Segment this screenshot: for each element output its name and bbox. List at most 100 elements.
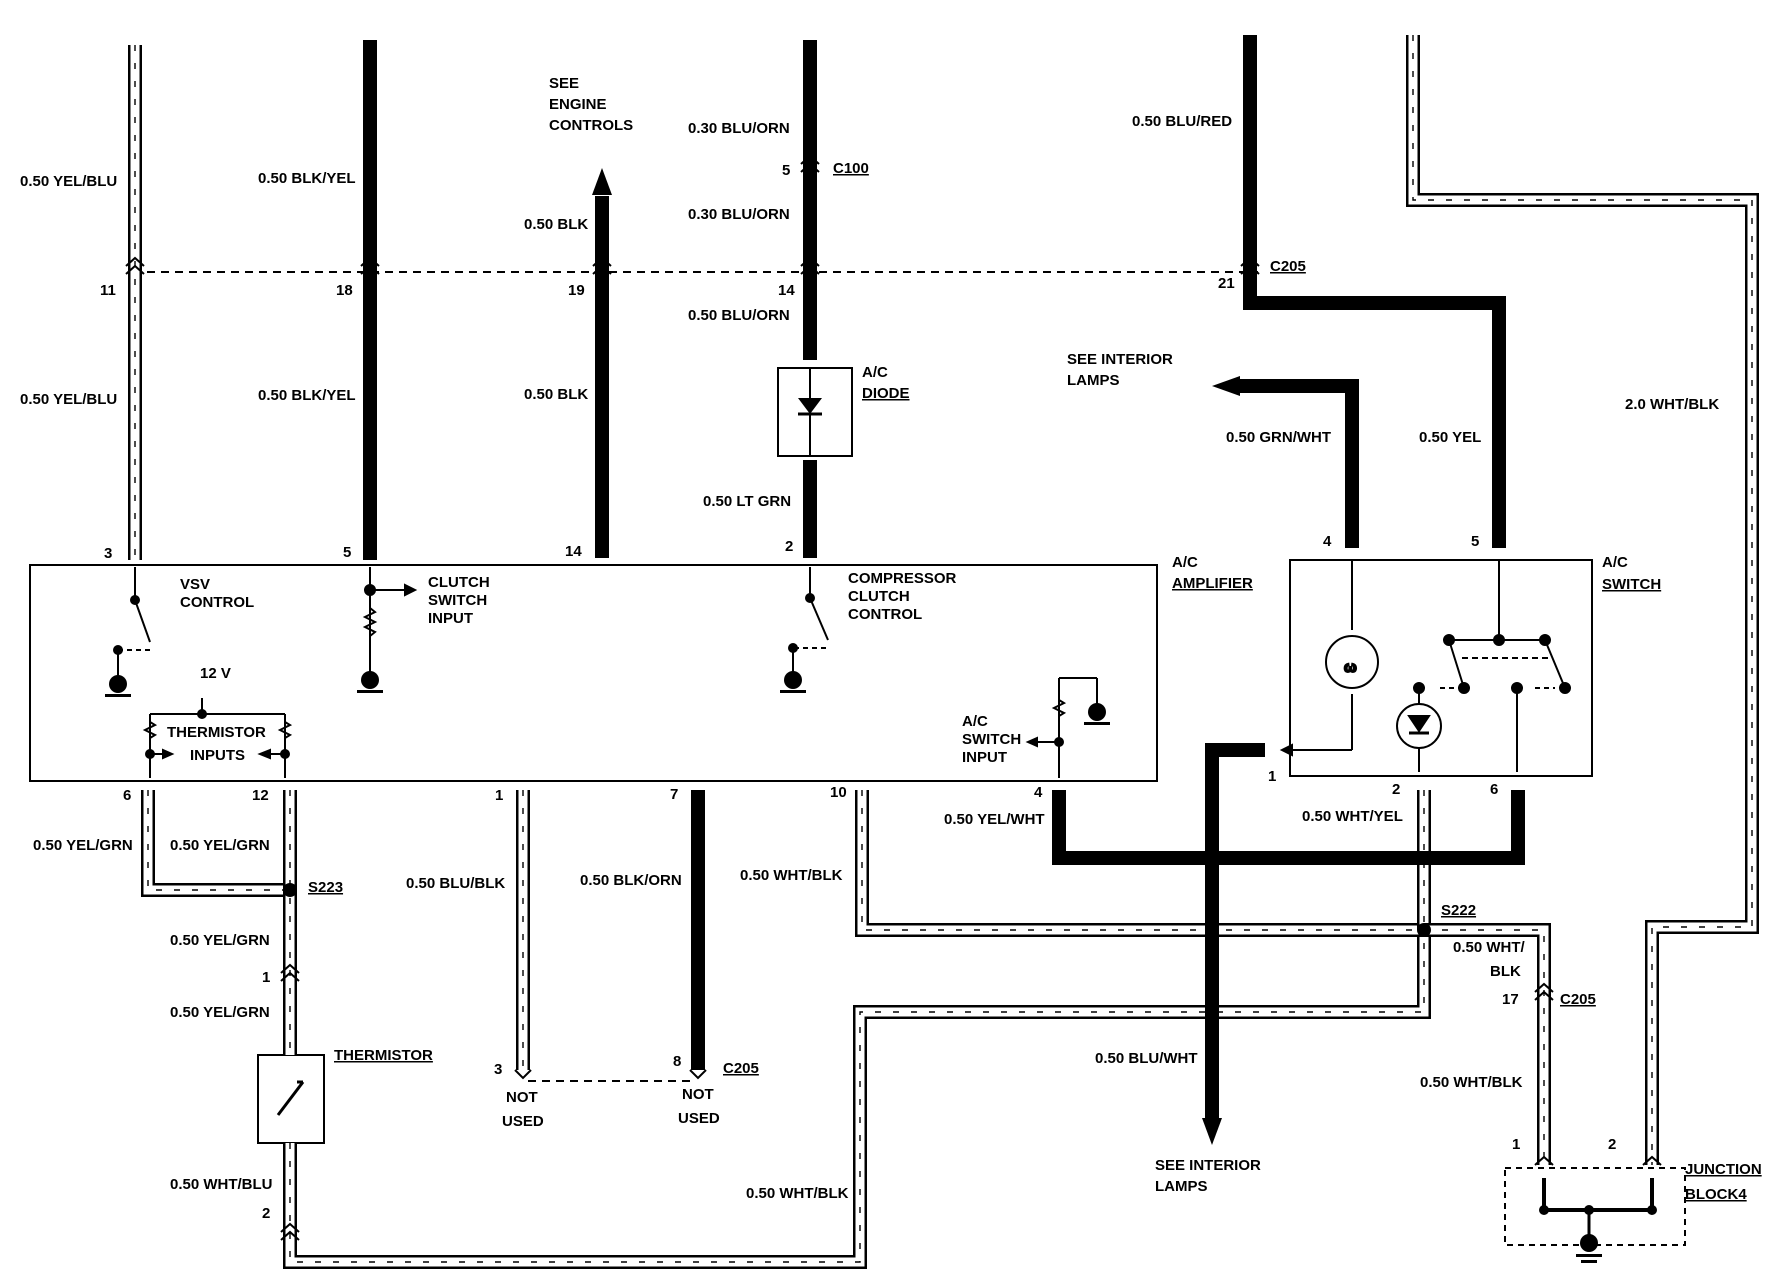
wire-label: 0.50 BLK/ORN xyxy=(580,872,682,889)
ac-switch-internals: ω xyxy=(1279,560,1571,772)
ac-diode-box xyxy=(777,367,853,457)
wire-label: 0.50 GRN/WHT xyxy=(1226,429,1331,446)
pin-number: 6 xyxy=(123,787,131,804)
pin-number: 4 xyxy=(1323,533,1332,550)
connector-labels: C100 C205 C205 C205 S223 S222 xyxy=(308,160,1596,1077)
compressor-clutch-label: COMPRESSOR xyxy=(848,570,957,587)
pin-number: 10 xyxy=(830,784,847,801)
wire-label: 0.50 BLK xyxy=(524,386,588,403)
compressor-clutch-label: CONTROL xyxy=(848,606,922,623)
clutch-switch-input-label: SWITCH xyxy=(428,592,487,609)
junction-block-label: BLOCK4 xyxy=(1685,1186,1747,1203)
pin-number: 6 xyxy=(1490,781,1498,798)
interior-lamps-top-arrow-icon xyxy=(1212,376,1240,396)
ac-diode-label: DIODE xyxy=(862,385,910,402)
wire-label: BLK xyxy=(1490,963,1521,980)
not-used-label: USED xyxy=(502,1113,544,1130)
ac-amplifier-box xyxy=(29,564,1158,782)
pin-number: 12 xyxy=(252,787,269,804)
s222-label: S222 xyxy=(1441,902,1476,919)
wire-label: 0.50 YEL/GRN xyxy=(170,1004,270,1021)
pin-numbers: 11 18 19 14 21 5 3 5 14 2 4 5 6 12 1 7 1… xyxy=(100,162,1616,1222)
wire-label: 0.50 YEL/WHT xyxy=(944,811,1045,828)
wire-label: 0.50 BLU/BLK xyxy=(406,875,505,892)
pin-number: 14 xyxy=(565,543,582,560)
pin-number: 4 xyxy=(1034,784,1043,801)
solid-wires xyxy=(363,35,1525,1120)
12v-label: 12 V xyxy=(200,665,231,682)
pin-number: 8 xyxy=(673,1053,681,1070)
wire-label: 0.50 BLU/WHT xyxy=(1095,1050,1198,1067)
not-used-label: NOT xyxy=(506,1089,538,1106)
ac-amplifier-label: AMPLIFIER xyxy=(1172,575,1253,592)
wire-label: 0.50 WHT/BLK xyxy=(740,867,843,884)
thermistor-inputs-label: THERMISTOR xyxy=(167,724,266,741)
s223-label: S223 xyxy=(308,879,343,896)
pin-number: 1 xyxy=(262,969,270,986)
clutch-switch-input-label: CLUTCH xyxy=(428,574,490,591)
pin-number: 5 xyxy=(343,544,351,561)
thermistor-symbol-icon xyxy=(276,1080,305,1116)
wire-label: 2.0 WHT/BLK xyxy=(1625,396,1719,413)
wire-label: 0.30 BLU/ORN xyxy=(688,120,790,137)
ac-diode-label: A/C xyxy=(862,364,888,381)
pin-number: 18 xyxy=(336,282,353,299)
not-used-label: NOT xyxy=(682,1086,714,1103)
pin-number: 1 xyxy=(1268,768,1276,785)
not-used-label: USED xyxy=(678,1110,720,1127)
see-engine-label: ENGINE xyxy=(549,96,607,113)
ac-amplifier-label: A/C xyxy=(1172,554,1198,571)
compressor-clutch-label: CLUTCH xyxy=(848,588,910,605)
see-interior-top-label: LAMPS xyxy=(1067,372,1120,389)
wire-label: 0.50 WHT/BLK xyxy=(1420,1074,1523,1091)
wire-label: 0.50 WHT/YEL xyxy=(1302,808,1403,825)
wire-label: 0.50 LT GRN xyxy=(703,493,791,510)
ac-switch-label: SWITCH xyxy=(1602,576,1661,593)
pin-number: 5 xyxy=(1471,533,1479,550)
pin-number: 2 xyxy=(1392,781,1400,798)
ac-switch-input-label: INPUT xyxy=(962,749,1007,766)
c205-label: C205 xyxy=(1560,991,1596,1008)
wire-label: 0.50 BLU/RED xyxy=(1132,113,1232,130)
wire-label: 0.30 BLU/ORN xyxy=(688,206,790,223)
pin-number: 11 xyxy=(100,282,116,299)
interior-lamps-bottom-arrow-icon xyxy=(1202,1118,1222,1145)
reference-labels: SEE ENGINE CONTROLS SEE INTERIOR LAMPS S… xyxy=(502,75,1261,1195)
junction-block-label: JUNCTION xyxy=(1685,1161,1762,1178)
wire-labels: 0.50 YEL/BLU 0.50 YEL/BLU 0.50 BLK/YEL 0… xyxy=(20,113,1719,1202)
wire-label: 0.50 BLK xyxy=(524,216,588,233)
s222-splice-dot xyxy=(1417,923,1431,937)
wire-label: 0.50 YEL/GRN xyxy=(33,837,133,854)
ac-switch-label: A/C xyxy=(1602,554,1628,571)
pin-number: 14 xyxy=(778,282,795,299)
c205-label: C205 xyxy=(1270,258,1306,275)
thermistor-label: THERMISTOR xyxy=(334,1047,433,1064)
component-labels: A/C DIODE A/C AMPLIFIER A/C SWITCH THERM… xyxy=(334,364,1762,1203)
wire-label: 0.50 WHT/BLU xyxy=(170,1176,273,1193)
pin-number: 3 xyxy=(494,1061,502,1078)
pin-number: 1 xyxy=(495,787,503,804)
c100-label: C100 xyxy=(833,160,869,177)
outline-wires xyxy=(128,35,1759,1269)
wire-label: 0.50 YEL xyxy=(1419,429,1481,446)
wire-label: 0.50 YEL/GRN xyxy=(170,932,270,949)
amplifier-internal-labels: VSV CONTROL CLUTCH SWITCH INPUT COMPRESS… xyxy=(167,570,1021,766)
pin-number: 2 xyxy=(1608,1136,1616,1153)
wire-label: 0.50 YEL/BLU xyxy=(20,173,117,190)
thermistor-inputs-label: INPUTS xyxy=(190,747,245,764)
svg-text:ω: ω xyxy=(1344,659,1357,676)
see-interior-top-label: SEE INTERIOR xyxy=(1067,351,1173,368)
wire-label: 0.50 BLK/YEL xyxy=(258,387,356,404)
pin-number: 3 xyxy=(104,545,112,562)
see-engine-label: CONTROLS xyxy=(549,117,633,134)
wire-label: 0.50 WHT/BLK xyxy=(746,1185,849,1202)
pin-number: 19 xyxy=(568,282,585,299)
ground-icons xyxy=(105,671,1602,1263)
diode-icon xyxy=(798,368,822,456)
see-engine-label: SEE xyxy=(549,75,579,92)
clutch-switch-input-label: INPUT xyxy=(428,610,473,627)
connector-chevrons xyxy=(125,154,1662,1241)
wire-label: 0.50 BLU/ORN xyxy=(688,307,790,324)
pin-number: 17 xyxy=(1502,991,1519,1008)
